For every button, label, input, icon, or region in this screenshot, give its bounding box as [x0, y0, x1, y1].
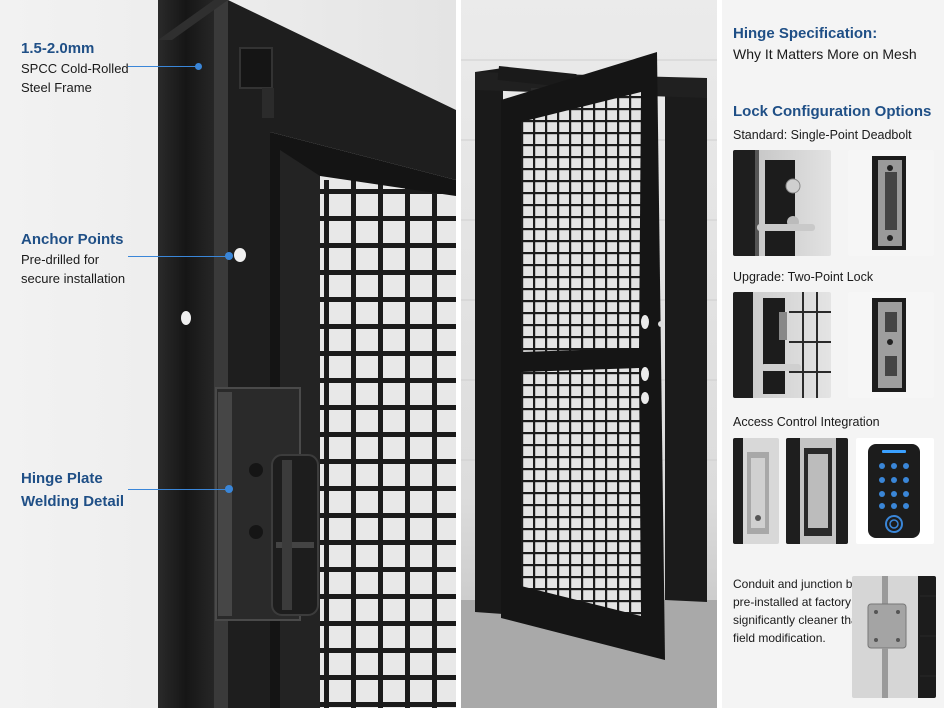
mag-lock-photo-1 — [733, 438, 779, 544]
two-point-lock-photo — [733, 292, 831, 398]
deadbolt-strike-photo — [848, 150, 934, 256]
frame-spec-title: 1.5-2.0mm — [21, 40, 95, 57]
anchor-callout-dot — [225, 252, 233, 260]
two-point-strike-photo — [848, 292, 934, 398]
keypad-icon — [868, 444, 920, 538]
lock-options-title: Lock Configuration Options — [733, 103, 932, 120]
frame-spec-line1: SPCC Cold-Rolled — [21, 61, 129, 76]
conduit-note-line4: field modification. — [733, 631, 826, 645]
junction-box-photo — [852, 576, 936, 698]
standard-lock-label: Standard: Single-Point Deadbolt — [733, 128, 912, 142]
anchor-line1: Pre-drilled for — [21, 252, 100, 267]
hinge-spec-title: Hinge Specification: — [733, 25, 878, 42]
frame-callout: 1.5-2.0mm SPCC Cold-Rolled Steel Frame — [21, 39, 129, 97]
spec-sidebar: Hinge Specification: Why It Matters More… — [722, 0, 944, 708]
frame-closeup-panel: 1.5-2.0mm SPCC Cold-Rolled Steel Frame A… — [0, 0, 456, 708]
access-control-label: Access Control Integration — [733, 415, 880, 429]
keypad-reader-photo — [856, 438, 934, 544]
hinge-callout-line — [128, 489, 228, 490]
hinge-spec-subtitle: Why It Matters More on Mesh — [733, 46, 917, 62]
upgrade-lock-label: Upgrade: Two-Point Lock — [733, 270, 874, 284]
mag-lock-photo-2 — [786, 438, 848, 544]
anchor-callout-line — [128, 256, 228, 257]
hinge-title-line1: Hinge Plate — [21, 470, 103, 487]
fingerprint-icon — [885, 515, 903, 533]
hinge-callout-dot — [225, 485, 233, 493]
mesh-door-illustration — [461, 52, 717, 708]
anchor-line2: secure installation — [21, 271, 126, 286]
anchor-title: Anchor Points — [21, 231, 124, 248]
conduit-note-line1: Conduit and junction box — [733, 577, 866, 591]
anchor-callout: Anchor Points Pre-drilled for secure ins… — [21, 230, 125, 288]
conduit-note-line3: significantly cleaner than — [733, 613, 865, 627]
frame-closeup-illustration — [158, 0, 456, 708]
conduit-note: Conduit and junction box pre-installed a… — [733, 575, 866, 647]
deadbolt-photo — [733, 150, 831, 256]
frame-callout-line — [128, 66, 198, 67]
hinge-spec-block: Hinge Specification: Why It Matters More… — [733, 24, 917, 64]
conduit-note-line2: pre-installed at factory — — [733, 595, 867, 609]
hinge-callout: Hinge Plate Welding Detail — [21, 467, 124, 513]
hinge-title-line2: Welding Detail — [21, 493, 125, 510]
frame-callout-dot — [195, 63, 202, 70]
frame-spec-line2: Steel Frame — [21, 80, 92, 95]
door-photo-panel — [461, 0, 717, 708]
